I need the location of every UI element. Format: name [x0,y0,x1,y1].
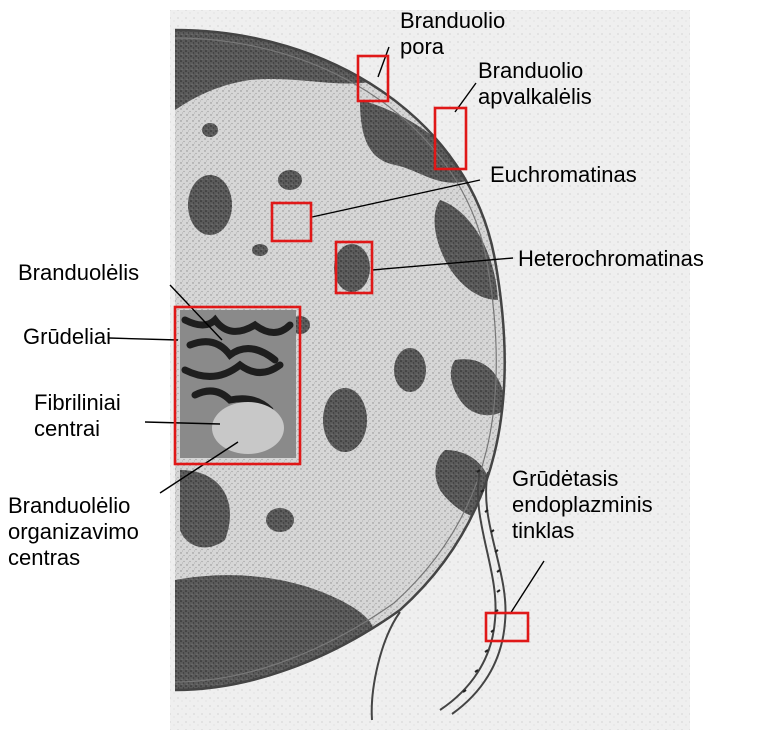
label-nuclear-envelope: Branduolio apvalkalėlis [478,58,592,110]
label-euchromatin: Euchromatinas [490,162,637,188]
fibrillar-center [212,402,284,454]
label-nucleolus-organizer: Branduolėlio organizavimo centras [8,493,139,571]
label-nuclear-pore: Branduolio pora [400,8,505,60]
nucleolus [180,310,296,458]
label-fibrillar-centers: Fibriliniai centrai [34,390,121,442]
label-nucleolus: Branduolėlis [18,260,139,286]
label-rough-er: Grūdėtasis endoplazminis tinklas [512,466,653,544]
label-heterochromatin: Heterochromatinas [518,246,704,272]
label-granules: Grūdeliai [23,324,111,350]
